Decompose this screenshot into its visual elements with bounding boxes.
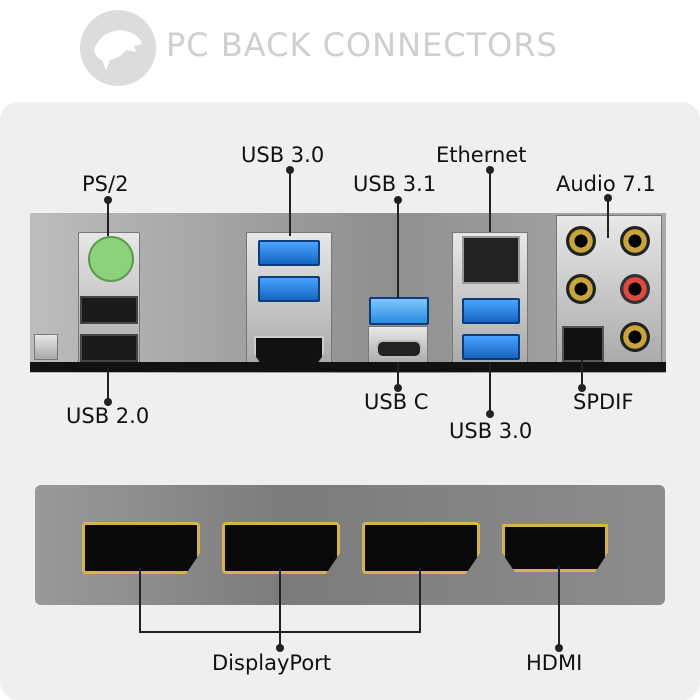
hdmi-leader [558,566,560,648]
audio-jack-5 [620,322,650,352]
usb30-bottom-leader [489,362,491,414]
ethernet-port [462,236,520,284]
usbc-port [376,340,422,358]
ethernet-leader [489,170,491,232]
usb31-port [369,297,429,325]
usb30-bottom-leader-dot [486,410,494,418]
dp-leader-dot [276,644,284,652]
usb3-port-1 [258,240,320,266]
usbc-leader [397,362,399,388]
label-audio71: Audio 7.1 [556,172,656,196]
spdif-leader [581,360,583,388]
usb3-port-3 [462,298,520,324]
displayport-2 [222,522,340,574]
usb20-leader [107,368,109,402]
dp-leader-2 [279,568,281,648]
spdif-port [562,326,604,362]
audio-jack-4 [620,274,650,304]
displayport-3 [362,522,480,574]
usb30-top-leader [289,170,291,236]
usb31-leader [397,200,399,298]
page-title: PC BACK CONNECTORS [166,26,558,64]
usb3-port-2 [258,276,320,302]
ps2-leader-dot [104,196,112,204]
hdmi-leader-dot [555,644,563,652]
label-usb30-bottom: USB 3.0 [449,419,533,443]
usb3-port-4 [462,334,520,360]
usbc-leader-dot [394,384,402,392]
audio-jack-1 [566,226,596,256]
label-usb31: USB 3.1 [353,172,437,196]
audio-leader [607,198,609,238]
dp-leader-bar [139,631,421,633]
label-ps2: PS/2 [82,172,129,196]
label-displayport: DisplayPort [212,651,332,675]
label-hdmi: HDMI [526,651,583,675]
ps2-port [88,236,134,282]
ps2-leader [107,200,109,236]
clear-cmos-button [34,334,58,360]
usb20-leader-dot [104,398,112,406]
label-usb30-top: USB 3.0 [241,143,325,167]
mb-hdmi-port [254,336,324,366]
audio-jack-2 [620,226,650,256]
label-usbc: USB C [364,390,429,414]
usb2-port-1 [80,296,138,324]
label-usb20: USB 2.0 [66,404,150,428]
usb2-port-2 [80,334,138,362]
dp-leader-1 [139,568,141,632]
dino-logo-icon [80,10,156,86]
spdif-leader-dot [578,384,586,392]
audio-jack-3 [566,274,596,304]
gpu-hdmi-port [502,524,608,572]
label-ethernet: Ethernet [436,143,527,167]
ethernet-leader-dot [486,166,494,174]
usb30-top-leader-dot [286,166,294,174]
panel-rail [30,362,666,372]
displayport-1 [82,522,200,574]
audio-leader-dot [604,194,612,202]
dp-leader-3 [419,568,421,632]
usb31-leader-dot [394,196,402,204]
label-spdif: SPDIF [573,390,634,414]
